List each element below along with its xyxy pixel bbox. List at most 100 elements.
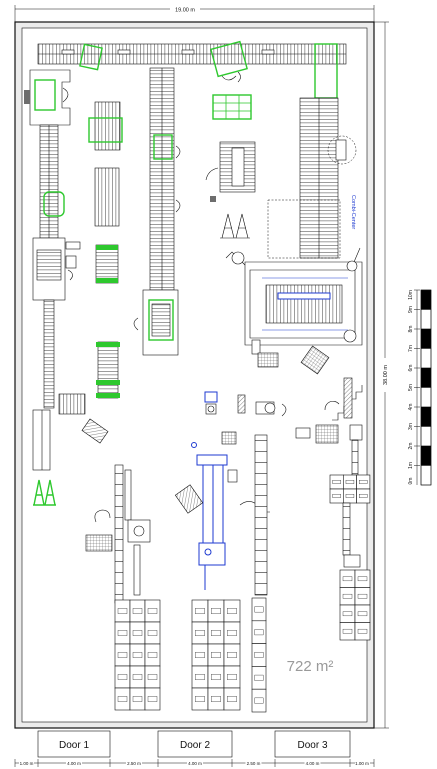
rack-cell (339, 604, 356, 623)
rack-cell-tag (332, 494, 341, 498)
scale-segment (420, 328, 432, 349)
rack-cell (129, 599, 146, 623)
rack-cell-tag (132, 674, 143, 680)
rack-cell (207, 643, 225, 667)
green-cap (96, 342, 120, 347)
hatched-tray (81, 418, 109, 444)
hatched-tray (174, 484, 204, 514)
rack-cell (342, 474, 357, 490)
rack-cell (251, 643, 267, 667)
label-background (187, 760, 203, 766)
robot-cell (225, 199, 363, 355)
control-cabinet (251, 339, 261, 355)
label-background (170, 5, 200, 13)
work-table-2 (94, 167, 120, 227)
rack-cell-tag (342, 611, 353, 617)
scale-label: 9m (408, 306, 414, 313)
scale-label: 3m (408, 423, 414, 430)
machine-bed (36, 249, 62, 281)
area-label: 722 m² (287, 658, 334, 675)
transfer-body (97, 341, 119, 399)
scale-segment (420, 348, 432, 369)
rack-cell-tag (254, 697, 264, 704)
conveyor-marker (261, 49, 275, 55)
rack-cell (339, 622, 356, 641)
scale-label: 7m (408, 345, 414, 352)
scale-segment (420, 465, 432, 486)
bench-outline (32, 409, 51, 471)
scale-label: 10m (408, 290, 414, 300)
robot-base (231, 251, 245, 265)
green-cap (96, 380, 120, 385)
rack-cell (129, 665, 146, 689)
rack-cell (144, 665, 161, 689)
feeder (124, 469, 132, 521)
transfer-body (95, 244, 119, 284)
operator-curve (67, 269, 73, 281)
rack-cell (251, 620, 267, 644)
green-turntable (210, 40, 248, 83)
a-frame-stands (220, 213, 250, 239)
operator-curve (62, 87, 69, 103)
scale-label: 2m (408, 443, 414, 450)
hatched-column (343, 377, 353, 419)
device (349, 424, 363, 441)
rack-cell-tag (117, 652, 128, 658)
rack-cell (223, 621, 241, 645)
rack-cell-tag (345, 480, 355, 484)
conveyor-marker (117, 49, 131, 55)
transfer-unit-2 (96, 341, 120, 399)
dimension-label: 1.00 m (355, 761, 369, 766)
rack-cell (144, 643, 161, 667)
door-3-label: Door 3 (297, 740, 327, 751)
dimension-label: 4.00 m (188, 761, 202, 766)
middle-machine (142, 289, 179, 356)
rack-cell-tag (357, 611, 368, 617)
rack-cell (191, 621, 209, 645)
control-box (65, 241, 81, 250)
label-background (355, 760, 370, 766)
rack-cell (354, 604, 371, 623)
rack-cell (356, 488, 371, 504)
top-dimension: 19.00 m (14, 5, 375, 22)
conveyor-marker (181, 49, 195, 55)
rack-cell-tag (117, 608, 128, 614)
left-bench (32, 409, 51, 471)
grid-pallet (315, 424, 339, 444)
dimension-ticks (14, 759, 375, 767)
rack-cell (207, 665, 225, 689)
rack-cell-tag (359, 480, 368, 484)
rack-cell-tag (211, 674, 221, 680)
operator-curve (94, 509, 111, 523)
rack-cell (329, 488, 344, 504)
rack-cell-tag (227, 696, 237, 702)
rack-cell (191, 643, 209, 667)
rack-cell-tag (357, 576, 368, 582)
grid-pallet (85, 534, 113, 552)
doors: Door 1 Door 2 Door 3 (37, 730, 351, 758)
rack-cell (114, 599, 131, 623)
feeder (133, 544, 141, 596)
scale-label: 6m (408, 365, 414, 372)
process-bed (265, 284, 343, 324)
rack-cell (223, 665, 241, 689)
rack-cell-tag (227, 652, 237, 658)
rack-cell (207, 687, 225, 711)
scale-segments (414, 289, 432, 486)
label-background (304, 760, 321, 766)
rack-cell-tag (332, 480, 341, 484)
rack-cell (329, 474, 344, 490)
dimension-label: 4.00 m (67, 761, 81, 766)
green-frame (88, 117, 123, 143)
left-conveyor (39, 124, 65, 239)
door-2-label: Door 2 (180, 740, 210, 751)
scale-label: 8m (408, 326, 414, 333)
rack-cell (144, 621, 161, 645)
rack-cell (129, 643, 146, 667)
operator-curve (205, 167, 219, 181)
robot-base (343, 329, 357, 343)
rack-group-a (114, 599, 161, 711)
dimension-label: 4.00 m (306, 761, 320, 766)
segmented-conveyor (351, 439, 359, 476)
rack-cell-tag (147, 696, 158, 702)
